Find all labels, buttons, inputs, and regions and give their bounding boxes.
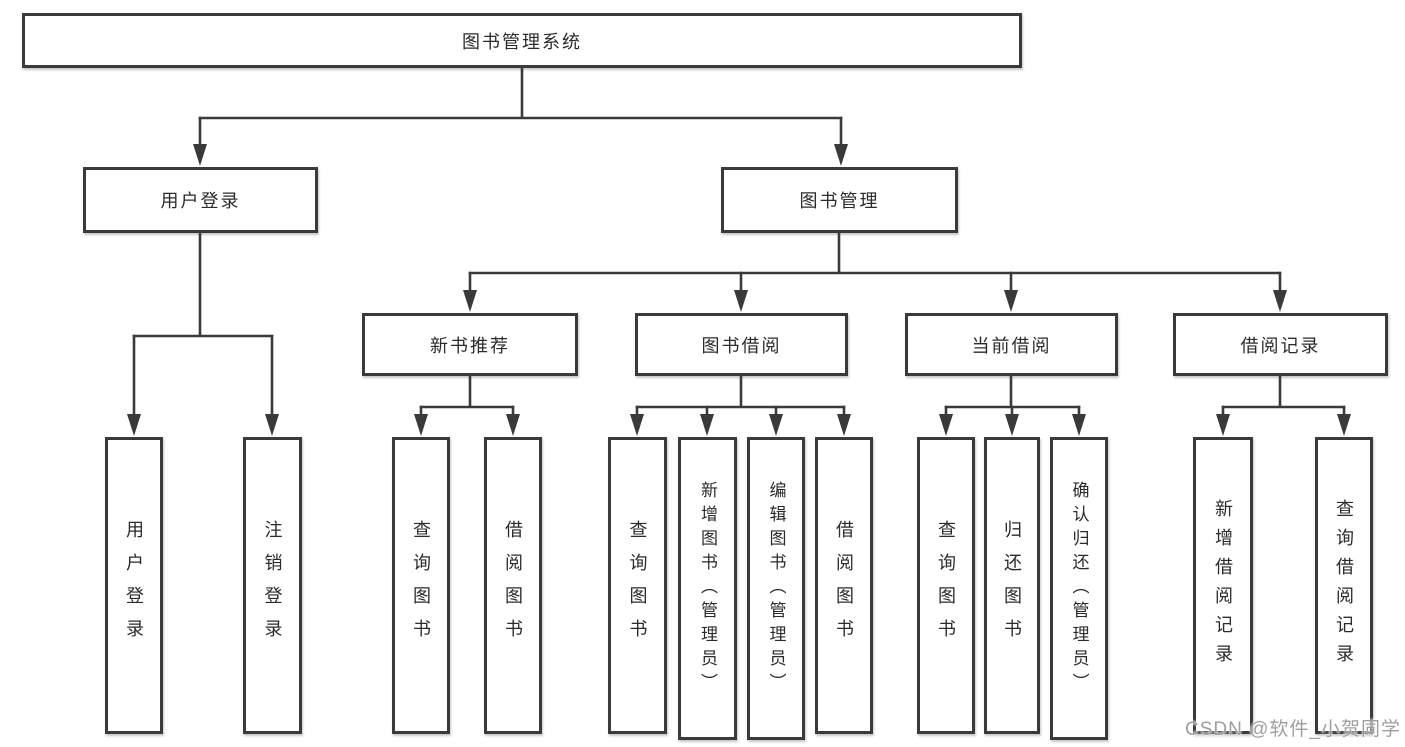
leaf-borrow-borrow-book-label: 借阅图书 <box>834 519 854 652</box>
node-book-borrow: 图书借阅 <box>635 313 848 376</box>
leaf-edit-book-admin: 编辑图书（管理员） <box>747 437 805 740</box>
node-book-management: 图书管理 <box>721 167 958 233</box>
leaf-query-borrow-record: 查询借阅记录 <box>1315 437 1373 734</box>
arrowhead <box>463 290 477 312</box>
stem-borrow-record <box>1221 374 1346 409</box>
leaf-return-book-label: 归还图书 <box>1002 519 1022 652</box>
arrowhead <box>414 414 428 436</box>
leaf-confirm-return-admin-label: 确认归还（管理员） <box>1069 480 1089 697</box>
leaf-add-borrow-record-label: 新增借阅记录 <box>1213 498 1233 673</box>
leaf-current-query-book-label: 查询图书 <box>936 519 956 652</box>
leaf-user-login: 用户登录 <box>105 437 163 734</box>
arrowhead <box>630 414 644 436</box>
leaf-confirm-return-admin: 确认归还（管理员） <box>1050 437 1108 740</box>
leaf-borrow-query-book-label: 查询图书 <box>627 519 648 652</box>
arrowhead <box>506 414 520 436</box>
stem-user-login <box>132 231 274 338</box>
node-root: 图书管理系统 <box>22 13 1022 68</box>
arrowhead <box>700 414 714 436</box>
node-user-login-label: 用户登录 <box>160 191 241 211</box>
arrowhead <box>127 414 141 436</box>
arrowhead <box>193 144 207 166</box>
stem-root <box>198 66 843 120</box>
node-borrow-record-label: 借阅记录 <box>1240 335 1321 356</box>
arrowhead <box>1072 414 1086 436</box>
node-book-management-label: 图书管理 <box>799 191 880 211</box>
arrowhead <box>734 290 748 312</box>
arrowhead <box>1337 414 1351 436</box>
node-borrow-record: 借阅记录 <box>1173 313 1388 376</box>
stem-new-book-rec <box>419 374 515 409</box>
node-user-login: 用户登录 <box>83 167 318 233</box>
leaf-user-login-label: 用户登录 <box>124 519 144 652</box>
arrowhead <box>837 414 851 436</box>
leaf-query-borrow-record-label: 查询借阅记录 <box>1334 498 1354 673</box>
leaf-return-book: 归还图书 <box>984 437 1040 734</box>
node-root-label: 图书管理系统 <box>462 31 582 52</box>
leaf-add-book-admin-label: 新增图书（管理员） <box>698 480 717 697</box>
node-new-book-recommend: 新书推荐 <box>362 313 578 376</box>
leaf-recommend-borrow-book: 借阅图书 <box>484 437 542 734</box>
leaf-edit-book-admin-label: 编辑图书（管理员） <box>766 480 786 697</box>
leaf-logout: 注销登录 <box>243 437 302 734</box>
arrowhead <box>834 144 848 166</box>
arrowhead <box>1273 290 1287 312</box>
node-current-borrow: 当前借阅 <box>905 313 1118 376</box>
leaf-add-borrow-record: 新增借阅记录 <box>1193 437 1253 734</box>
leaf-borrow-query-book: 查询图书 <box>608 437 667 734</box>
arrowhead <box>1216 414 1230 436</box>
leaf-recommend-borrow-book-label: 借阅图书 <box>503 519 523 652</box>
leaf-borrow-borrow-book: 借阅图书 <box>815 437 873 734</box>
stem-book-borrow <box>635 374 846 409</box>
arrowhead <box>1004 290 1018 312</box>
leaf-recommend-query-book: 查询图书 <box>392 437 450 734</box>
leaf-current-query-book: 查询图书 <box>917 437 975 734</box>
node-current-borrow-label: 当前借阅 <box>971 335 1052 356</box>
arrowhead <box>769 414 783 436</box>
csdn-watermark: CSDN @软件_小贺同学 <box>1185 719 1401 740</box>
arrowhead <box>265 414 279 436</box>
stem-current-borrow <box>944 374 1081 409</box>
node-new-book-recommend-label: 新书推荐 <box>430 335 510 356</box>
leaf-add-book-admin: 新增图书（管理员） <box>678 437 737 740</box>
node-book-borrow-label: 图书借阅 <box>701 335 782 356</box>
arrowhead <box>1005 414 1019 436</box>
leaf-logout-label: 注销登录 <box>262 519 283 652</box>
arrowhead <box>939 414 953 436</box>
stem-book-mgmt <box>468 231 1282 275</box>
leaf-recommend-query-book-label: 查询图书 <box>411 519 431 652</box>
